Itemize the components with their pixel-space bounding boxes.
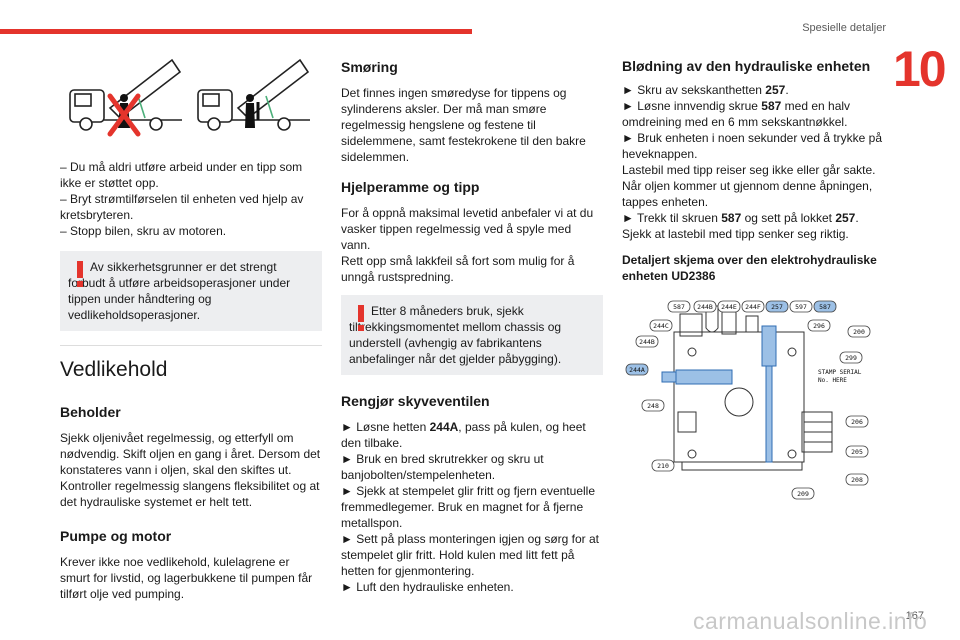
safety-bullet: – Du må aldri utføre arbeid under en tip… (60, 160, 303, 190)
warning-box: Etter 8 måneders bruk, sjekk tiltrekking… (341, 295, 603, 375)
svg-text:244F: 244F (745, 303, 761, 311)
step: ► Sett på plass monteringen igjen og sør… (341, 532, 600, 578)
hjelperamme-text-1: For å oppnå maksimal levetid anbefaler v… (341, 206, 594, 252)
rengjor-steps: ► Løsne hetten 244A, pass på kulen, og h… (341, 419, 603, 595)
svg-text:244C: 244C (653, 322, 669, 330)
svg-text:208: 208 (851, 476, 863, 484)
step: ► Sjekk at stempelet glir fritt og fjern… (341, 484, 595, 530)
step: ► Luft den hydrauliske enheten. (341, 580, 514, 594)
heading-vedlikehold: Vedlikehold (60, 358, 168, 381)
stamp-label: STAMP SERIAL (818, 369, 862, 376)
truck-illustration (60, 52, 322, 148)
svg-text:248: 248 (647, 402, 659, 410)
warning-text: Etter 8 måneders bruk, sjekk tiltrekking… (349, 304, 562, 366)
svg-text:587: 587 (673, 303, 685, 311)
section-title: Spesielle detaljer (802, 22, 886, 34)
divider (60, 345, 322, 346)
svg-text:299: 299 (845, 354, 857, 362)
svg-text:206: 206 (851, 418, 863, 426)
step: ► Bruk en bred skrutrekker og skru ut ba… (341, 452, 544, 482)
step: ► Løsne hetten 244A, pass på kulen, og h… (341, 420, 586, 450)
heading-blodning: Blødning av den hydrauliske enheten (622, 58, 871, 74)
bleed-step: ► Skru av sekskanthetten 257. (622, 83, 789, 97)
hydraulic-unit-diagram: 587 244B 244E 244F 257 597 587 244C 244B… (622, 292, 884, 500)
hjelperamme-text-2: Rett opp små lakkfeil så fort som mulig … (341, 254, 575, 284)
part-labels (625, 300, 871, 500)
warning-box: Av sikkerhetsgrunner er det strengt forb… (60, 251, 322, 331)
exclamation-icon (77, 261, 83, 287)
bleed-step: ► Trekk til skruen 587 og sett på lokket… (622, 211, 859, 225)
truck-supported-icon (197, 58, 310, 131)
chapter-number: 10 (893, 41, 947, 97)
heading-hjelperamme: Hjelperamme og tipp (341, 179, 480, 195)
bleed-note: Sjekk at lastebil med tipp senker seg ri… (622, 227, 849, 241)
svg-text:205: 205 (851, 448, 863, 456)
svg-text:210: 210 (657, 462, 669, 470)
beholder-text: Sjekk oljenivået regelmessig, og etterfy… (60, 431, 321, 509)
prohibited-cross-icon (107, 93, 141, 137)
heading-beholder: Beholder (60, 404, 121, 420)
exclamation-icon (358, 305, 364, 331)
svg-text:587: 587 (819, 303, 831, 311)
safety-bullet: – Bryt strømtilførselen til enheten ved … (60, 192, 304, 222)
warning-text: Av sikkerhetsgrunner er det strengt forb… (68, 260, 291, 322)
svg-text:244B: 244B (639, 338, 655, 346)
svg-text:200: 200 (853, 328, 865, 336)
safety-bullet: – Stopp bilen, skru av motoren. (60, 224, 227, 238)
svg-text:244A: 244A (629, 366, 645, 374)
heading-smoring: Smøring (341, 59, 398, 75)
column-3: Blødning av den hydrauliske enheten ► Sk… (622, 58, 884, 290)
highlighted-valve (661, 325, 777, 463)
heading-skjema: Detaljert skjema over den elektrohydraul… (622, 253, 877, 283)
column-1: – Du må aldri utføre arbeid under en tip… (60, 159, 322, 612)
header-accent-bar (0, 29, 472, 34)
stamp-label-2: No. HERE (818, 377, 847, 384)
svg-text:597: 597 (795, 303, 807, 311)
svg-text:244B: 244B (697, 303, 713, 311)
person-safe-icon (245, 94, 255, 128)
bleed-note: Lastebil med tipp reiser seg ikke eller … (622, 163, 876, 209)
svg-text:257: 257 (771, 303, 783, 311)
bleed-step: ► Løsne innvendig skrue 587 med en halv … (622, 99, 851, 129)
svg-text:209: 209 (797, 490, 809, 498)
pumpe-text: Krever ikke noe vedlikehold, kulelagrene… (60, 555, 313, 601)
svg-text:244E: 244E (721, 303, 737, 311)
page-number: 167 (905, 610, 924, 622)
smoring-text: Det finnes ingen smøredyse for tippens o… (341, 86, 586, 164)
watermark: carmanualsonline.info (693, 608, 928, 634)
svg-text:296: 296 (813, 322, 825, 330)
column-2: Smøring Det finnes ingen smøredyse for t… (341, 59, 603, 595)
heading-pumpe: Pumpe og motor (60, 528, 172, 544)
truck-wrong-icon (69, 58, 182, 131)
heading-rengjor: Rengjør skyveventilen (341, 393, 490, 409)
bleed-step: ► Bruk enheten i noen sekunder ved å try… (622, 131, 883, 161)
